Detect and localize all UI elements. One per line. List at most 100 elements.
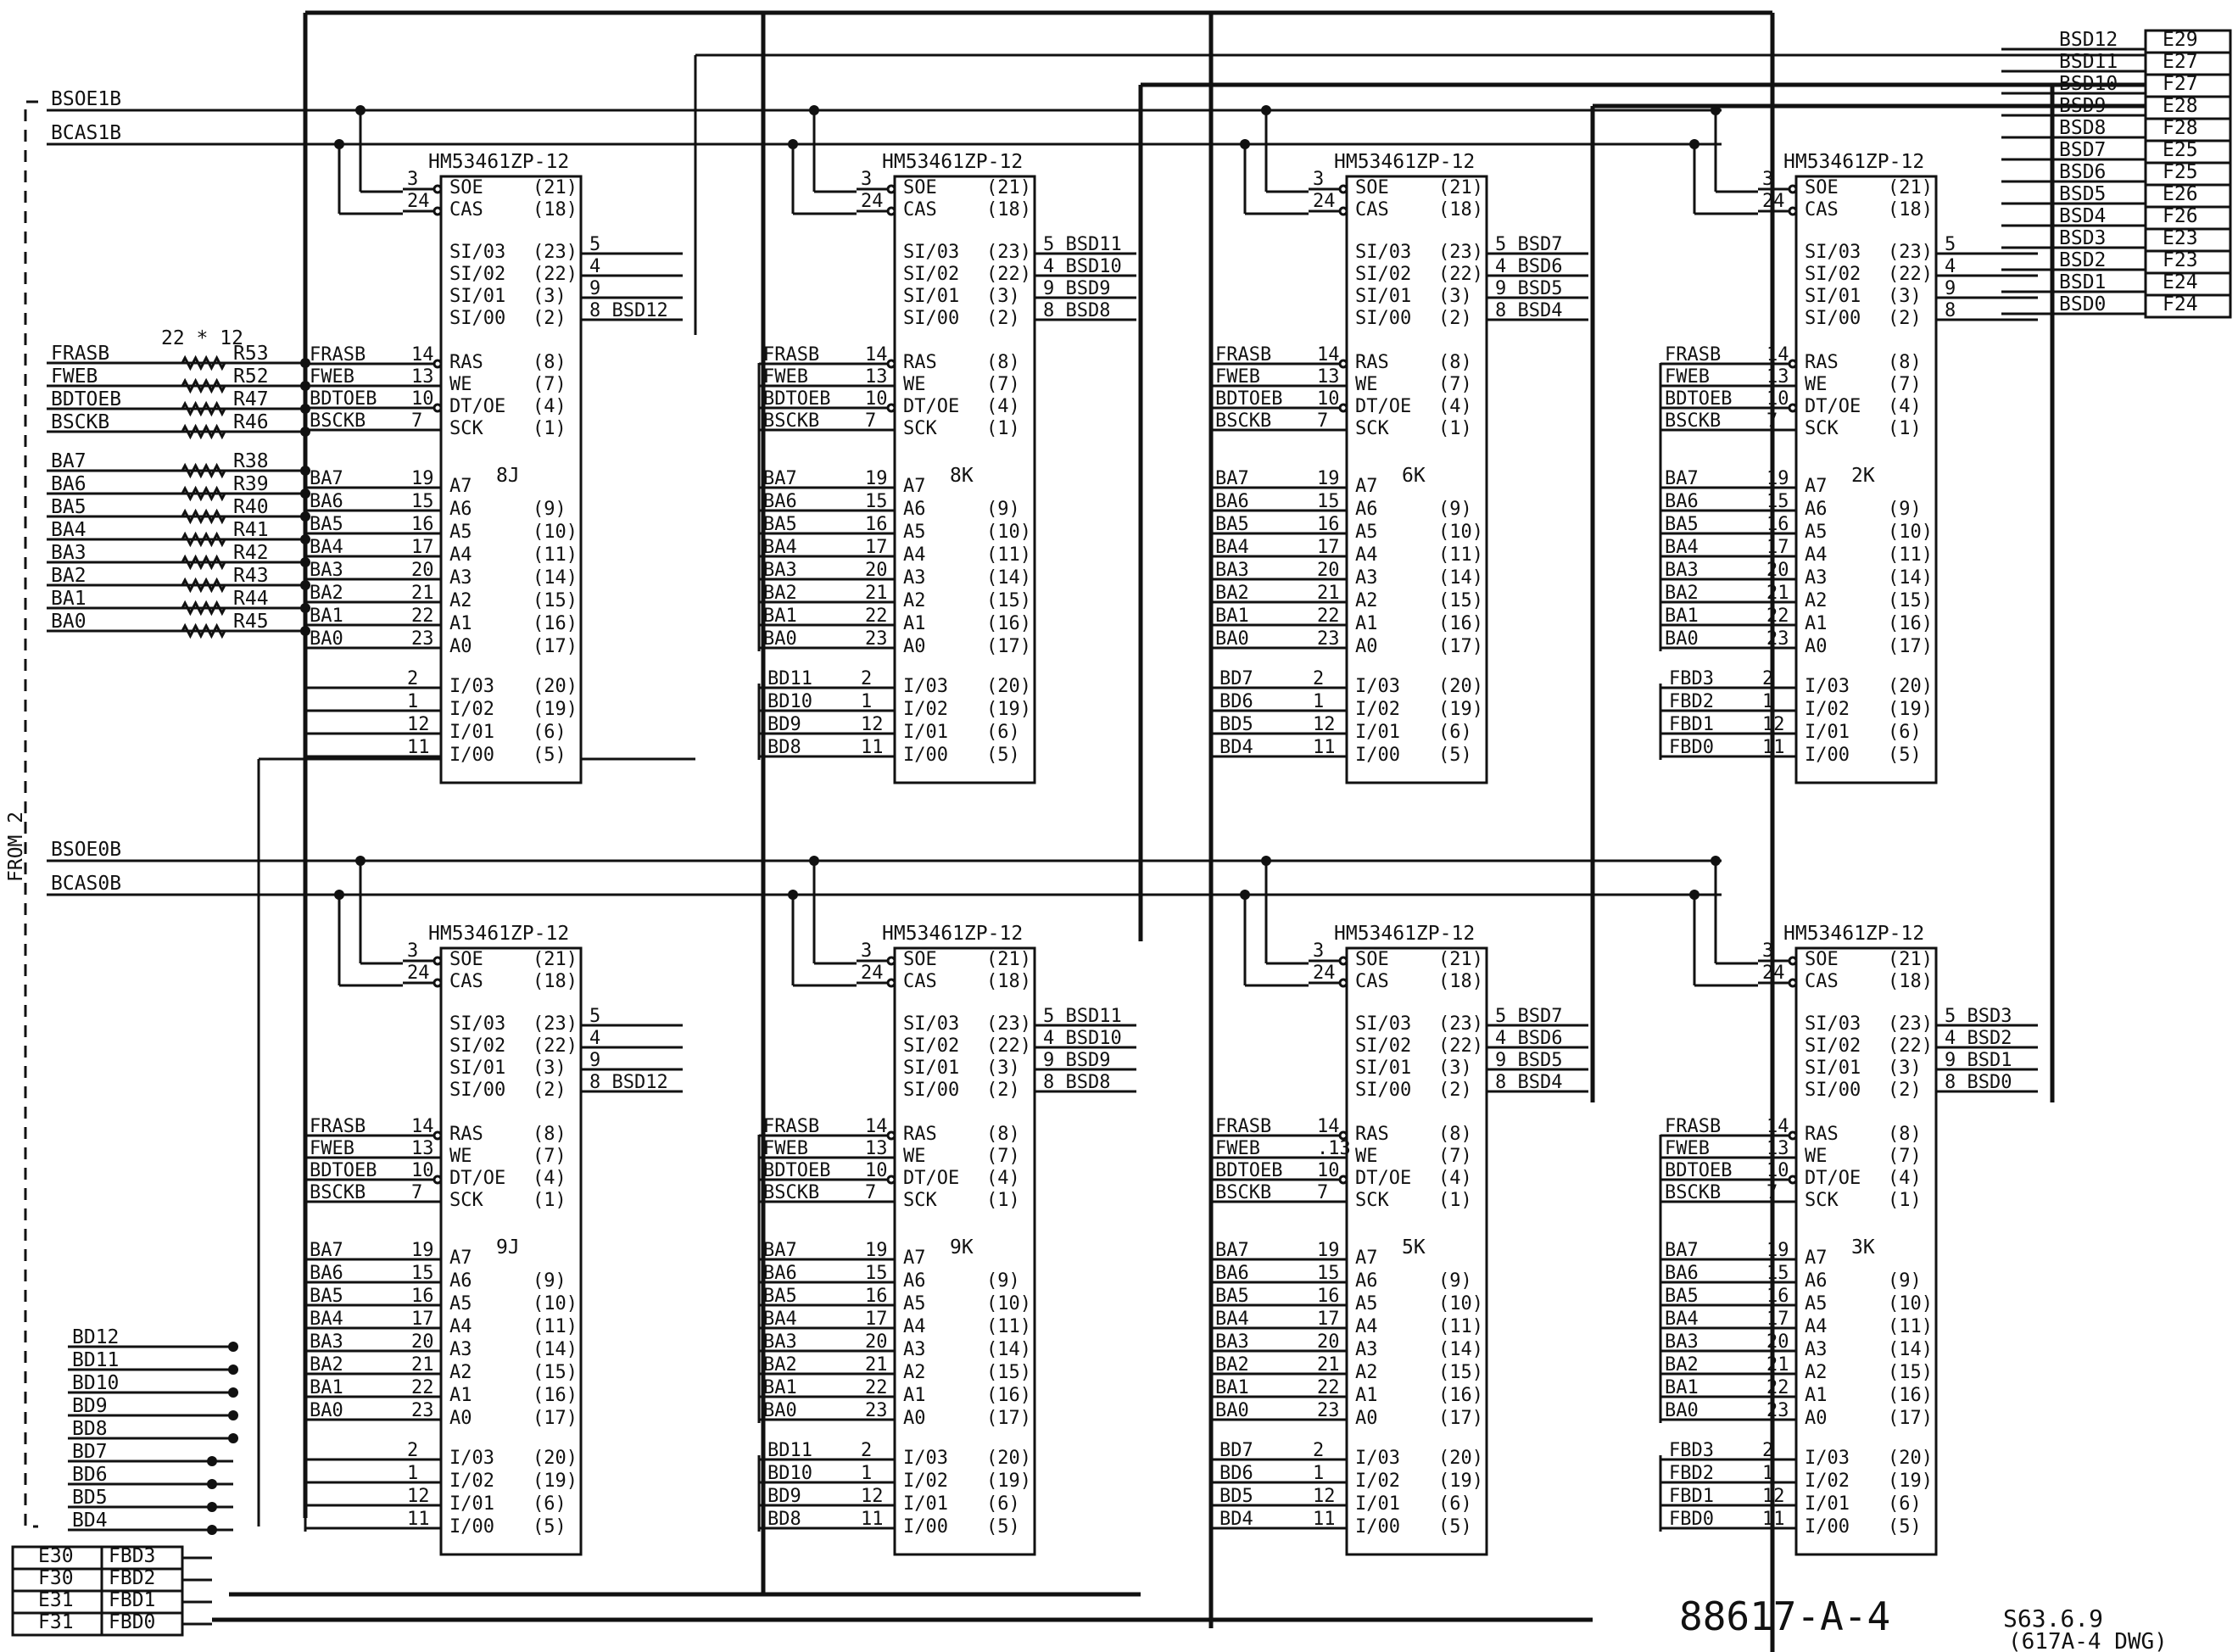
io-signal: FBD1 [1669,714,1714,735]
pin-number: (14) [1438,1339,1483,1360]
pin-number: (21) [533,177,578,198]
pin-name: SOE [1805,177,1839,198]
pin-name: SI/03 [1355,1013,1411,1035]
ctrl-signal: BSCKB [763,1182,819,1203]
addr-pin: 15 [865,491,888,512]
pin-number: (16) [986,613,1031,634]
ctrl-signal: BSCKB [1215,1182,1271,1203]
from-bracket [24,100,38,1528]
pin-name: SCK [1805,418,1839,439]
addr-signal: BA6 [763,491,797,512]
connector-signal: BSD10 [2059,73,2118,95]
addr-pin: 22 [1317,1377,1340,1398]
pin-name: A3 [1805,567,1828,589]
pin-number: (16) [533,613,578,634]
addr-pin: 19 [1317,468,1340,489]
pin-name: SCK [449,418,483,439]
pin-name: I/02 [1805,699,1850,720]
resistor-ref: R45 [233,611,269,633]
pin-name: RAS [449,352,483,373]
pin-number: (19) [986,1471,1031,1492]
chip-8k [893,175,1036,784]
pin-name: A2 [1805,590,1828,611]
bd-signal: BD5 [72,1487,108,1509]
pin-number: (19) [1888,699,1933,720]
addr-pin: 23 [1766,1400,1789,1421]
pin-number: (9) [533,1270,566,1292]
pin-name: A1 [1805,1385,1828,1406]
pin-name: CAS [1805,971,1839,992]
pin-number: (11) [1438,1316,1483,1337]
pin-name: RAS [1355,1124,1389,1145]
ctrl-signal: BDTOEB [1215,1160,1282,1181]
io-signal: FBD3 [1669,668,1714,689]
resistor-symbol [181,377,226,394]
addr-signal: BA1 [763,1377,797,1398]
pin-name: SI/00 [449,1080,505,1101]
pin-name: SOE [903,177,937,198]
bus-label: BSOE0B [51,839,121,861]
pin-number: (21) [1888,949,1933,970]
connector-signal: BSD11 [2059,51,2118,73]
junction-dot [228,1433,238,1443]
input-signal: FRASB [51,343,109,365]
pin-name: I/00 [449,1516,494,1538]
pin-number: (11) [986,1316,1031,1337]
pin-name: I/03 [449,676,494,697]
chip-part-number: HM53461ZP-12 [1334,151,1475,173]
addr-pin: 17 [865,1309,888,1330]
pin-name: I/01 [1805,722,1850,743]
addr-signal: BA5 [1215,514,1249,535]
bd-signal: BD7 [72,1441,108,1463]
ctrl-pin: 10 [411,1160,434,1181]
pin-name: I/03 [903,676,948,697]
pin-name: A4 [449,544,472,566]
pin-number: (10) [986,1293,1031,1314]
chip-body [1794,175,1938,784]
resistor-symbol [181,400,226,417]
pin-name: A3 [1355,1339,1378,1360]
chip-ref: 3K [1851,1236,1875,1259]
chip-9j [439,946,583,1556]
addr-signal: BA3 [1665,560,1699,581]
pin-number: (15) [1438,590,1483,611]
pin-number: (23) [533,242,578,263]
resistor-symbol [181,577,226,594]
pin-number: (17) [986,1408,1031,1429]
connector-pin-box [2144,271,2232,297]
addr-pin: 17 [411,1309,434,1330]
ctrl-pin: 14 [1766,1116,1789,1137]
pin-number: (23) [1438,242,1483,263]
connector-pin: E28 [2163,95,2198,117]
pin-name: SI/01 [903,1058,959,1079]
pin-name: SCK [1355,1190,1389,1211]
chip-body [439,946,583,1556]
pin-name: SI/02 [1355,264,1411,285]
addr-signal: BA2 [1215,1354,1249,1376]
resistor-ref: R53 [233,343,269,365]
pin-number: (7) [986,1146,1020,1167]
pin-name: A1 [1355,1385,1378,1406]
io-pin: 1 [861,691,872,712]
io-pin: 12 [1762,1486,1785,1507]
pin-number: (9) [986,1270,1020,1292]
pin-name: RAS [903,1124,937,1145]
pin-number: (3) [533,286,566,307]
pin-number: (14) [1888,567,1933,589]
pin-number: (2) [533,1080,566,1101]
connector-signal: BSD6 [2059,161,2106,183]
pin-number: (1) [533,418,566,439]
addr-pin: 22 [1317,606,1340,627]
addr-pin: 16 [411,514,434,535]
chip-ref: 9K [950,1236,974,1259]
pin-number: (21) [986,949,1031,970]
si-label: 9 [589,1050,600,1071]
ctrl-signal: BSCKB [310,1182,366,1203]
pin-number: (7) [533,374,566,395]
pin-number: (23) [986,242,1031,263]
connector-pin: F26 [2163,205,2198,227]
addr-signal: BA4 [763,537,797,558]
addr-pin: 19 [1766,1240,1789,1261]
addr-pin: 16 [1317,1286,1340,1307]
pin-id: 24 [1762,963,1785,984]
